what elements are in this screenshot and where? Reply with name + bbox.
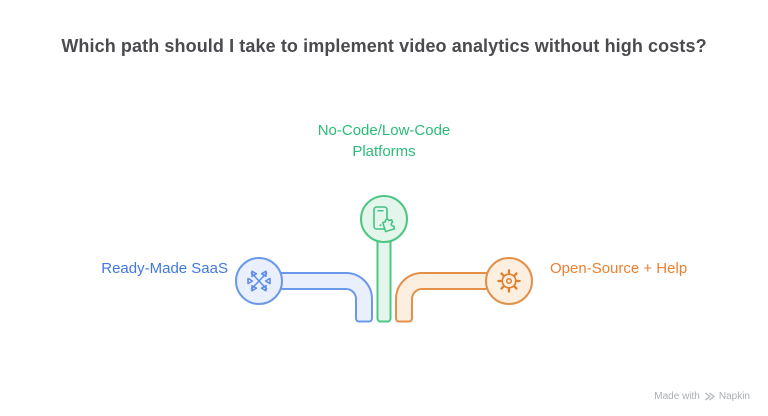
napkin-logo-icon [704,392,715,401]
watermark-brand: Napkin [718,391,750,402]
saas-icon-badge [235,257,283,305]
phone-puzzle-icon [373,206,396,233]
page-title: Which path should I take to implement vi… [61,36,707,56]
saas-branch-tube [265,272,373,323]
made-with-napkin-watermark: Made with Napkin [654,391,750,402]
label-ready-made-saas: Ready-Made SaaS [101,260,228,277]
watermark-prefix: Made with [654,391,700,402]
opensource-branch-tube [395,272,503,323]
nocode-icon-badge [360,195,408,243]
gear-icon [497,269,521,293]
label-no-code-low-code: No-Code/Low-Code Platforms [317,122,451,160]
video-hub-icon [247,270,271,292]
label-open-source-help: Open-Source + Help [550,260,688,277]
opensource-icon-badge [485,257,533,305]
